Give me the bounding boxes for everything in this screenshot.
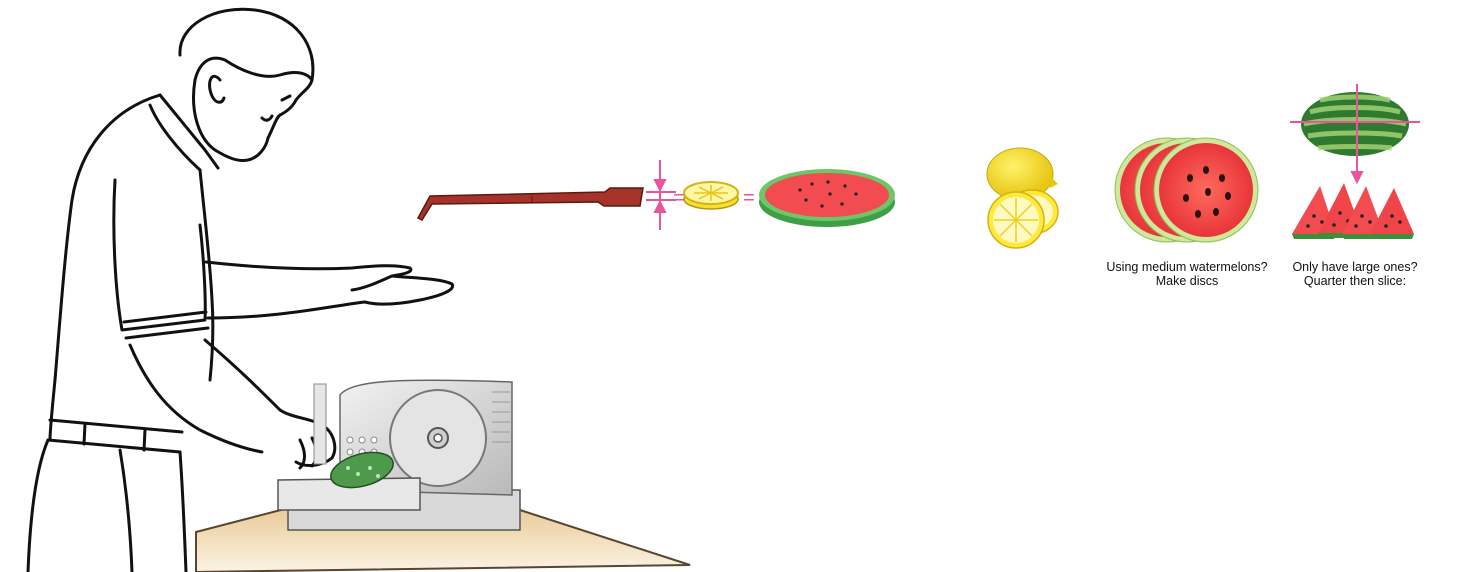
caption-large-line2: Quarter then slice: [1304,274,1406,288]
watermelon-discs-icon [1114,137,1259,243]
caption-large-line1: Only have large ones? [1292,260,1417,274]
watermelon-wedge-icon [1292,183,1414,239]
meat-slicer-icon [277,379,521,531]
caption-medium-line2: Make discs [1156,274,1219,288]
lemon-slice-icon [683,181,739,210]
spatula-icon [416,187,644,221]
watermelon-icon [1301,92,1409,156]
equals-sign: = [673,187,685,209]
thickness-marker [646,160,676,230]
caption-medium-line1: Using medium watermelons? [1106,260,1267,274]
cut-lines [1290,84,1420,185]
lemon-icon [986,147,1059,249]
man-slicing-icon [26,7,455,572]
watermelon-disc-icon [759,169,895,227]
equals-sign: = [743,187,755,209]
